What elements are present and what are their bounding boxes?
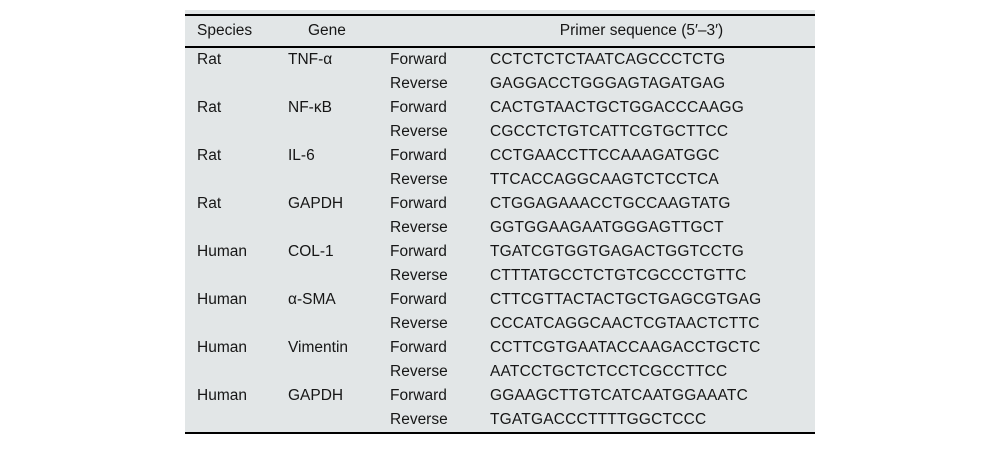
forward-sequence-cell: CTGGAGAAACCTGCCAAGTATG: [490, 195, 731, 212]
reverse-sequence-cell: CTTTATGCCTCTGTCGCCCTGTTC: [490, 267, 747, 284]
direction-label-reverse: Reverse: [390, 363, 448, 380]
gene-cell-empty: [288, 168, 390, 192]
reverse-sequence-cell: CCCATCAGGCAACTCGTAACTCTTC: [490, 315, 760, 332]
species-cell: Rat: [197, 147, 222, 164]
table-rule-header: [185, 46, 815, 48]
header-gene: Gene: [308, 22, 346, 39]
table-body: Rat TNF-α Forward CCTCTCTCTAATCAGCCCTCTG…: [185, 48, 815, 432]
reverse-sequence-cell: GAGGACCTGGGAGTAGATGAG: [490, 75, 726, 92]
direction-label-forward: Forward: [390, 291, 447, 308]
gene-cell: GAPDH: [288, 195, 344, 212]
reverse-line: Reverse CGCCTCTGTCATTCGTGCTTCC: [185, 120, 815, 144]
forward-sequence-cell: CCTCTCTCTAATCAGCCCTCTG: [490, 51, 726, 68]
forward-line: Human COL-1 Forward TGATCGTGGTGAGACTGGTC…: [185, 240, 815, 264]
direction-label-forward: Forward: [390, 243, 447, 260]
reverse-line: Reverse CTTTATGCCTCTGTCGCCCTGTTC: [185, 264, 815, 288]
forward-line: Rat GAPDH Forward CTGGAGAAACCTGCCAAGTATG: [185, 192, 815, 216]
direction-label-reverse: Reverse: [390, 267, 448, 284]
direction-label-reverse: Reverse: [390, 123, 448, 140]
gene-cell-empty: [288, 360, 390, 384]
reverse-line: Reverse CCCATCAGGCAACTCGTAACTCTTC: [185, 312, 815, 336]
primer-table: Species Gene Primer sequence (5′–3′) Rat…: [185, 10, 815, 434]
species-cell-empty: [185, 168, 288, 192]
species-cell-empty: [185, 120, 288, 144]
species-cell: Human: [197, 387, 247, 404]
direction-label-reverse: Reverse: [390, 411, 448, 428]
direction-label-forward: Forward: [390, 387, 447, 404]
reverse-line: Reverse AATCCTGCTCTCCTCGCCTTCC: [185, 360, 815, 384]
reverse-sequence-cell: AATCCTGCTCTCCTCGCCTTCC: [490, 363, 728, 380]
direction-label-forward: Forward: [390, 339, 447, 356]
forward-line: Rat NF-κB Forward CACTGTAACTGCTGGACCCAAG…: [185, 96, 815, 120]
direction-label-reverse: Reverse: [390, 75, 448, 92]
reverse-sequence-cell: CGCCTCTGTCATTCGTGCTTCC: [490, 123, 729, 140]
primer-row-group: Rat IL-6 Forward CCTGAACCTTCCAAAGATGGC R…: [185, 144, 815, 192]
species-cell-empty: [185, 72, 288, 96]
gene-cell: TNF-α: [288, 51, 333, 68]
reverse-line: Reverse TTCACCAGGCAAGTCTCCTCA: [185, 168, 815, 192]
species-cell-empty: [185, 312, 288, 336]
gene-cell-empty: [288, 72, 390, 96]
gene-cell: α-SMA: [288, 291, 336, 308]
reverse-sequence-cell: GGTGGAAGAATGGGAGTTGCT: [490, 219, 724, 236]
direction-label-reverse: Reverse: [390, 171, 448, 188]
reverse-line: Reverse GAGGACCTGGGAGTAGATGAG: [185, 72, 815, 96]
direction-label-forward: Forward: [390, 147, 447, 164]
table-header-row: Species Gene Primer sequence (5′–3′): [185, 16, 815, 46]
forward-sequence-cell: CCTGAACCTTCCAAAGATGGC: [490, 147, 720, 164]
forward-sequence-cell: CTTCGTTACTACTGCTGAGCGTGAG: [490, 291, 762, 308]
direction-label-forward: Forward: [390, 195, 447, 212]
species-cell-empty: [185, 216, 288, 240]
forward-sequence-cell: TGATCGTGGTGAGACTGGTCCTG: [490, 243, 745, 260]
forward-line: Human α-SMA Forward CTTCGTTACTACTGCTGAGC…: [185, 288, 815, 312]
reverse-sequence-cell: TGATGACCCTTTTGGCTCCC: [490, 411, 707, 428]
direction-label-forward: Forward: [390, 99, 447, 116]
primer-row-group: Human GAPDH Forward GGAAGCTTGTCATCAATGGA…: [185, 384, 815, 432]
header-primer-sequence: Primer sequence (5′–3′): [559, 22, 724, 39]
species-cell: Human: [197, 291, 247, 308]
species-cell-empty: [185, 408, 288, 432]
direction-label-forward: Forward: [390, 51, 447, 68]
direction-label-reverse: Reverse: [390, 219, 448, 236]
primer-row-group: Rat GAPDH Forward CTGGAGAAACCTGCCAAGTATG…: [185, 192, 815, 240]
species-cell-empty: [185, 264, 288, 288]
primer-row-group: Rat NF-κB Forward CACTGTAACTGCTGGACCCAAG…: [185, 96, 815, 144]
species-cell-empty: [185, 360, 288, 384]
forward-sequence-cell: CCTTCGTGAATACCAAGACCTGCTC: [490, 339, 761, 356]
gene-cell: Vimentin: [288, 339, 349, 356]
gene-cell-empty: [288, 312, 390, 336]
primer-row-group: Human COL-1 Forward TGATCGTGGTGAGACTGGTC…: [185, 240, 815, 288]
gene-cell: COL-1: [288, 243, 334, 260]
species-cell: Human: [197, 243, 247, 260]
reverse-line: Reverse GGTGGAAGAATGGGAGTTGCT: [185, 216, 815, 240]
gene-cell-empty: [288, 216, 390, 240]
species-cell: Human: [197, 339, 247, 356]
reverse-sequence-cell: TTCACCAGGCAAGTCTCCTCA: [490, 171, 719, 188]
header-species: Species: [197, 22, 253, 39]
primer-row-group: Human α-SMA Forward CTTCGTTACTACTGCTGAGC…: [185, 288, 815, 336]
species-cell: Rat: [197, 99, 222, 116]
table-rule-bottom: [185, 432, 815, 434]
table-rule-top: [185, 14, 815, 16]
forward-line: Rat TNF-α Forward CCTCTCTCTAATCAGCCCTCTG: [185, 48, 815, 72]
primer-row-group: Rat TNF-α Forward CCTCTCTCTAATCAGCCCTCTG…: [185, 48, 815, 96]
gene-cell: NF-κB: [288, 99, 332, 116]
forward-sequence-cell: GGAAGCTTGTCATCAATGGAAATC: [490, 387, 748, 404]
species-cell: Rat: [197, 195, 222, 212]
forward-line: Rat IL-6 Forward CCTGAACCTTCCAAAGATGGC: [185, 144, 815, 168]
forward-line: Human Vimentin Forward CCTTCGTGAATACCAAG…: [185, 336, 815, 360]
species-cell: Rat: [197, 51, 222, 68]
gene-cell-empty: [288, 120, 390, 144]
gene-cell-empty: [288, 264, 390, 288]
reverse-line: Reverse TGATGACCCTTTTGGCTCCC: [185, 408, 815, 432]
direction-label-reverse: Reverse: [390, 315, 448, 332]
forward-line: Human GAPDH Forward GGAAGCTTGTCATCAATGGA…: [185, 384, 815, 408]
gene-cell: IL-6: [288, 147, 315, 164]
forward-sequence-cell: CACTGTAACTGCTGGACCCAAGG: [490, 99, 745, 116]
gene-cell: GAPDH: [288, 387, 344, 404]
primer-row-group: Human Vimentin Forward CCTTCGTGAATACCAAG…: [185, 336, 815, 384]
gene-cell-empty: [288, 408, 390, 432]
